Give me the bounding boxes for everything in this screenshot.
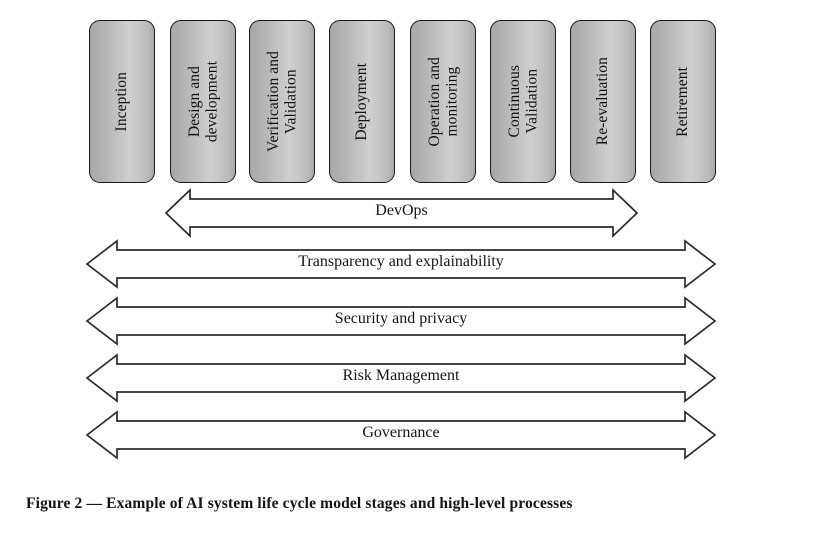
stage-box-operation-and-monitoring: Operation and monitoring: [410, 20, 476, 183]
double-arrow-shape: [85, 239, 717, 289]
stage-box-deployment: Deployment: [329, 20, 395, 183]
stage-label: Deployment: [353, 62, 371, 141]
stage-box-design-and-development: Design and development: [170, 20, 236, 183]
stage-label: Inception: [113, 71, 131, 132]
double-arrow-shape: [164, 188, 639, 238]
stage-box-re-evaluation: Re-evaluation: [570, 20, 636, 183]
double-arrow-shape: [85, 353, 717, 403]
double-arrow-shape: [85, 296, 717, 346]
process-arrow-risk-management: Risk Management: [85, 353, 717, 403]
stage-label: Continuous Validation: [505, 65, 540, 138]
process-arrow-governance: Governance: [85, 410, 717, 460]
process-arrow-security-and-privacy: Security and privacy: [85, 296, 717, 346]
process-arrow-devops: DevOps: [164, 188, 639, 238]
stage-box-inception: Inception: [89, 20, 155, 183]
stage-label: Retirement: [674, 66, 692, 137]
stage-label: Re-evaluation: [594, 57, 612, 146]
process-arrow-transparency-and-explainability: Transparency and explainability: [85, 239, 717, 289]
stage-box-retirement: Retirement: [650, 20, 716, 183]
stage-box-continuous-validation: Continuous Validation: [490, 20, 556, 183]
stage-label: Verification and Validation: [264, 50, 299, 153]
stage-label: Design and development: [185, 60, 220, 143]
figure-caption: Figure 2 — Example of AI system life cyc…: [26, 495, 573, 512]
stage-label: Operation and monitoring: [425, 56, 460, 147]
double-arrow-shape: [85, 410, 717, 460]
stage-box-verification-and-validation: Verification and Validation: [249, 20, 315, 183]
